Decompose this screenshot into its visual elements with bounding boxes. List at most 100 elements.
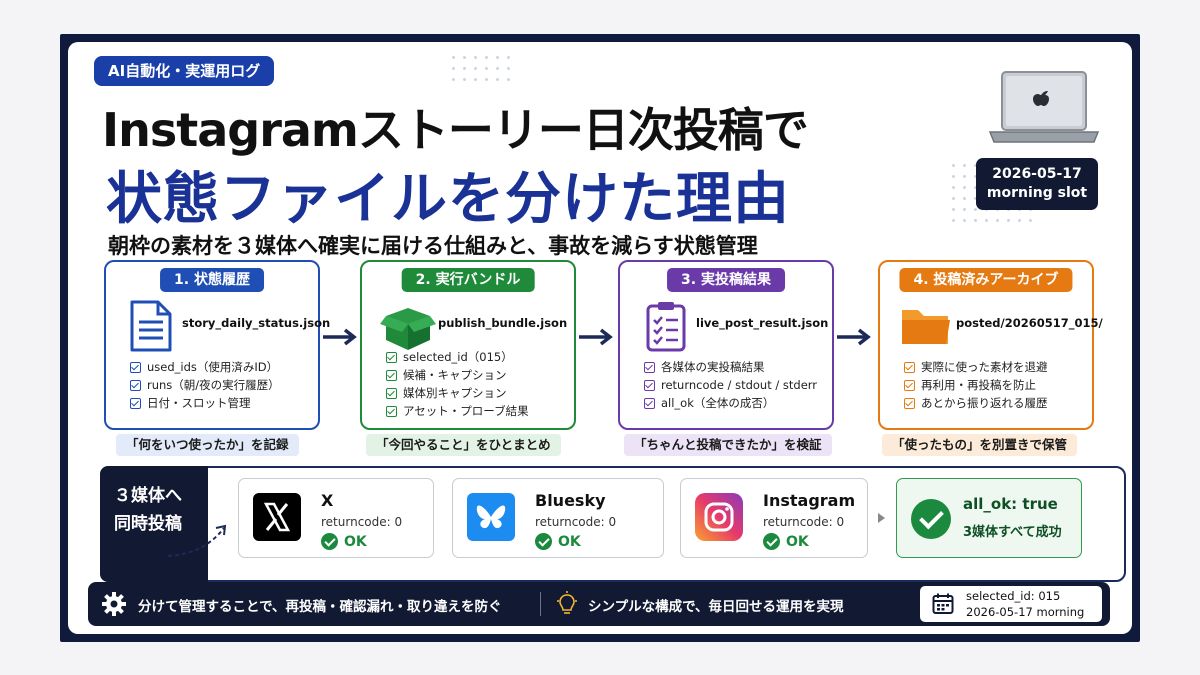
file-name: posted/20260517_015/ xyxy=(956,316,1103,330)
ok-status: OK xyxy=(535,533,581,550)
list-item: runs（朝/夜の実行履歴） xyxy=(130,376,280,394)
list-item: 媒体別キャプション xyxy=(386,384,529,402)
folder-icon xyxy=(902,310,950,344)
check-circle-icon xyxy=(911,499,951,539)
list-item: 候補・キャプション xyxy=(386,366,529,384)
x-logo-icon xyxy=(253,493,301,541)
list-item: used_ids（使用済みID） xyxy=(130,358,280,376)
date-slot-box: 2026-05-17 morning slot xyxy=(976,158,1098,210)
title-line-1: Instagramストーリー日次投稿で xyxy=(102,103,809,157)
step-post-result: 3. 実投稿結果 live_post_result.json 各媒体の実投稿結果… xyxy=(618,260,834,430)
checkbox-icon xyxy=(644,397,655,409)
file-name: publish_bundle.json xyxy=(438,316,568,330)
list-item: アセット・プローブ結果 xyxy=(386,402,529,420)
platform-card-bluesky: Bluesky returncode: 0 OK xyxy=(452,478,664,558)
slot-text: morning slot xyxy=(986,185,1088,201)
footer-divider xyxy=(540,592,541,616)
list-item: all_ok（全体の成否） xyxy=(644,394,817,412)
check-circle-icon xyxy=(535,533,552,550)
platform-name: X xyxy=(321,491,334,510)
step-caption: 「何をいつ使ったか」を記録 xyxy=(116,434,299,456)
platform-card-x: X returncode: 0 OK xyxy=(238,478,434,558)
ok-status: OK xyxy=(321,533,367,550)
step-header: 3. 実投稿結果 xyxy=(667,268,785,292)
checkbox-icon xyxy=(904,361,915,373)
item-list: 各媒体の実投稿結果 returncode / stdout / stderr a… xyxy=(644,358,817,412)
checkbox-icon xyxy=(130,361,141,373)
media-label-line-2: 同時投稿 xyxy=(114,514,182,534)
checkbox-icon xyxy=(904,379,915,391)
platform-name: Instagram xyxy=(763,491,856,510)
all-ok-line-1: all_ok: true xyxy=(963,495,1058,513)
step-caption: 「今回やること」をひとまとめ xyxy=(366,434,561,456)
dot-pattern xyxy=(448,52,518,86)
return-code: returncode: 0 xyxy=(321,515,403,529)
clipboard-icon xyxy=(646,302,686,352)
file-name: story_daily_status.json xyxy=(182,316,331,330)
gear-icon xyxy=(102,592,126,616)
infographic-card: AI自動化・実運用ログ Instagramストーリー日次投稿で 状態ファイルを分… xyxy=(68,42,1132,634)
step-posted-archive: 4. 投稿済みアーカイブ posted/20260517_015/ 実際に使った… xyxy=(878,260,1103,430)
media-label: ３媒体へ 同時投稿 xyxy=(100,466,208,582)
footer-right-text: シンプルな構成で、毎日回せる運用を実現 xyxy=(588,599,844,615)
calendar-icon xyxy=(932,593,954,614)
list-item: 実際に使った素材を退避 xyxy=(904,358,1048,376)
date-text: 2026-05-17 xyxy=(992,166,1082,182)
instagram-logo-icon xyxy=(695,493,743,541)
subtitle: 朝枠の素材を３媒体へ確実に届ける仕組みと、事故を減らす状態管理 xyxy=(108,234,758,258)
lightbulb-icon xyxy=(557,591,577,614)
checkbox-icon xyxy=(130,379,141,391)
title-line-2: 状態ファイルを分けた理由 xyxy=(106,167,790,232)
step-execution-bundle: 2. 実行バンドル publish_bundle.json selected_i… xyxy=(360,260,576,430)
step-header: 4. 投稿済みアーカイブ xyxy=(899,268,1073,292)
step-status-history: 1. 状態履歴 story_daily_status.json used_ids… xyxy=(104,260,330,430)
step-header: 2. 実行バンドル xyxy=(401,268,535,292)
checkbox-icon xyxy=(644,379,655,391)
document-icon xyxy=(130,300,172,352)
arrow-right-icon xyxy=(837,328,871,346)
arrow-right-icon xyxy=(323,328,357,346)
selected-id-box: selected_id: 015 2026-05-17 morning xyxy=(920,586,1102,622)
return-code: returncode: 0 xyxy=(535,515,617,529)
all-ok-result: all_ok: true 3媒体すべて成功 xyxy=(896,478,1082,558)
list-item: 各媒体の実投稿結果 xyxy=(644,358,817,376)
selected-id-text: selected_id: 015 xyxy=(966,589,1061,603)
platform-name: Bluesky xyxy=(535,491,606,510)
checkbox-icon xyxy=(904,397,915,409)
step-caption: 「使ったもの」を別置きで保管 xyxy=(882,434,1078,456)
checkbox-icon xyxy=(386,351,397,363)
list-item: あとから振り返れる履歴 xyxy=(904,394,1048,412)
box-icon xyxy=(380,308,436,350)
item-list: used_ids（使用済みID） runs（朝/夜の実行履歴） 日付・スロット管… xyxy=(130,358,280,412)
play-arrow-icon xyxy=(878,513,885,523)
check-circle-icon xyxy=(321,533,338,550)
step-caption: 「ちゃんと投稿できたか」を検証 xyxy=(624,434,832,456)
platform-card-instagram: Instagram returncode: 0 OK xyxy=(680,478,868,558)
list-item: selected_id（015） xyxy=(386,348,529,366)
footer-bar: 分けて管理することで、再投稿・確認漏れ・取り違えを防ぐ シンプルな構成で、毎日回… xyxy=(88,582,1110,626)
checkbox-icon xyxy=(386,387,397,399)
laptop-icon xyxy=(988,71,1100,143)
curved-arrow-icon xyxy=(167,524,227,557)
category-badge: AI自動化・実運用ログ xyxy=(94,56,275,86)
ok-status: OK xyxy=(763,533,809,550)
selected-date-text: 2026-05-17 morning xyxy=(966,605,1085,619)
list-item: 日付・スロット管理 xyxy=(130,394,280,412)
bluesky-logo-icon xyxy=(467,493,515,541)
list-item: returncode / stdout / stderr xyxy=(644,376,817,394)
check-circle-icon xyxy=(763,533,780,550)
list-item: 再利用・再投稿を防止 xyxy=(904,376,1048,394)
media-label-line-1: ３媒体へ xyxy=(114,486,182,506)
item-list: selected_id（015） 候補・キャプション 媒体別キャプション アセッ… xyxy=(386,348,529,420)
step-header: 1. 状態履歴 xyxy=(160,268,264,292)
all-ok-line-2: 3媒体すべて成功 xyxy=(963,525,1062,540)
checkbox-icon xyxy=(386,369,397,381)
checkbox-icon xyxy=(644,361,655,373)
file-name: live_post_result.json xyxy=(696,316,829,330)
checkbox-icon xyxy=(130,397,141,409)
arrow-right-icon xyxy=(579,328,613,346)
item-list: 実際に使った素材を退避 再利用・再投稿を防止 あとから振り返れる履歴 xyxy=(904,358,1048,412)
checkbox-icon xyxy=(386,405,397,417)
footer-left-text: 分けて管理することで、再投稿・確認漏れ・取り違えを防ぐ xyxy=(138,599,502,615)
return-code: returncode: 0 xyxy=(763,515,845,529)
